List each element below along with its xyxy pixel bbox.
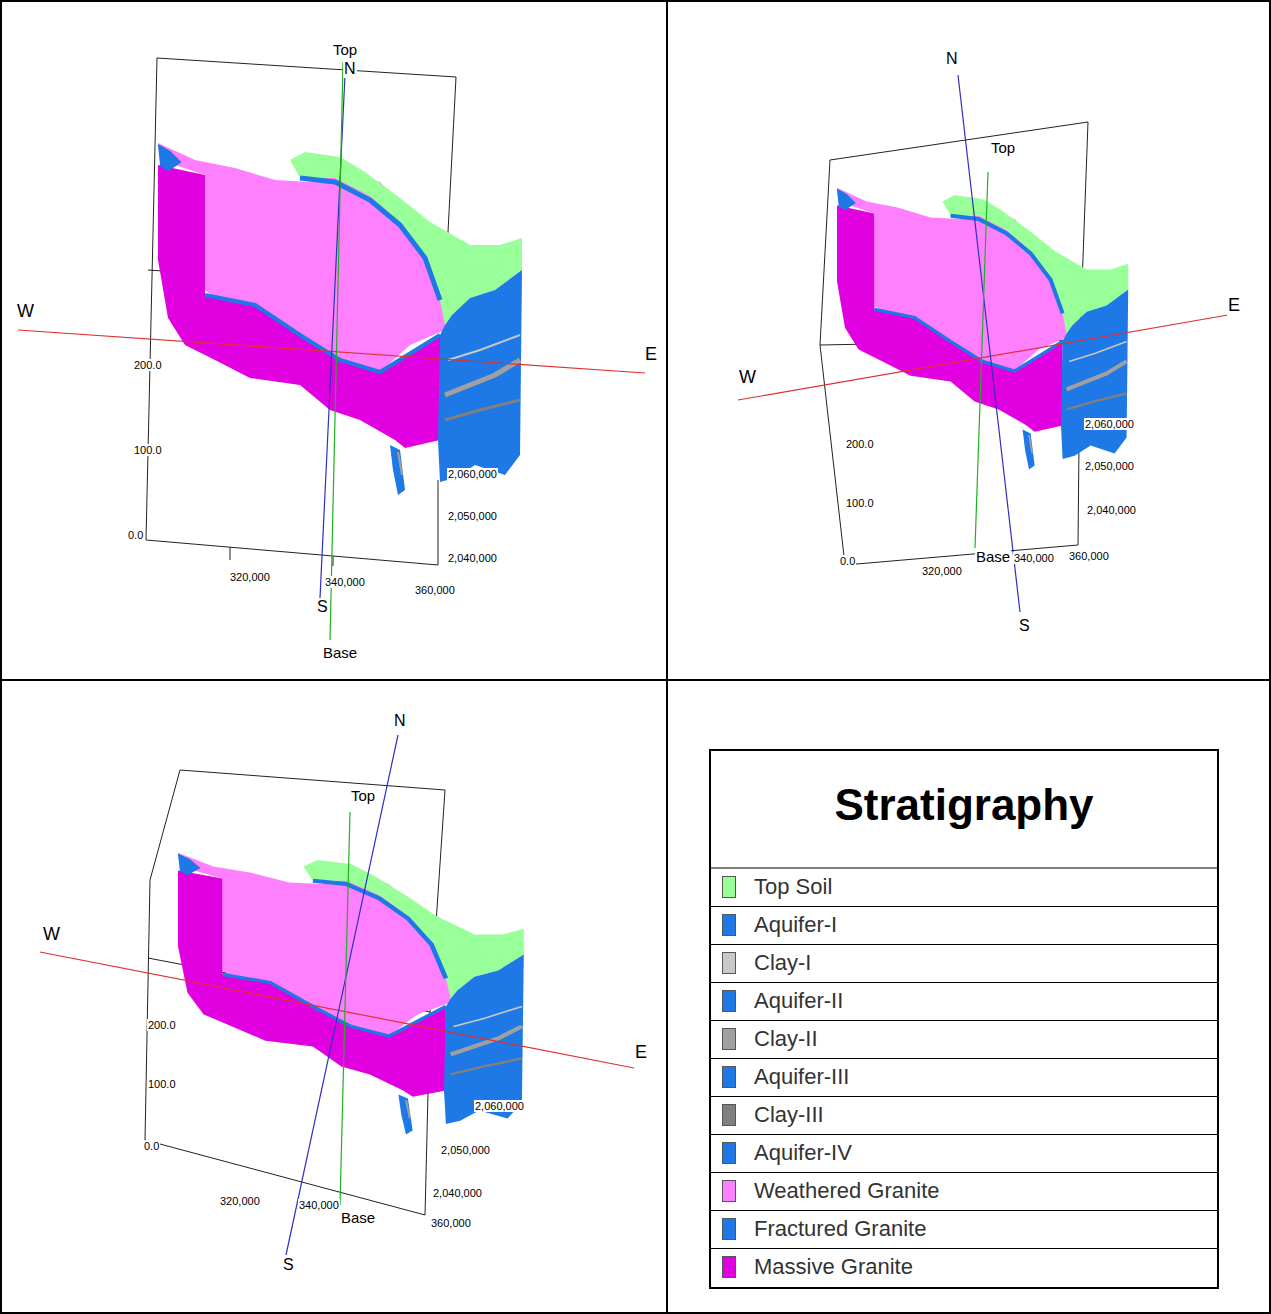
legend-text: Clay-III (754, 1103, 824, 1127)
axis-label: 2,060,000 (447, 468, 498, 480)
legend-swatch (722, 1218, 736, 1240)
axis-label: 0.0 (143, 1140, 160, 1152)
axis-label: 2,050,000 (447, 510, 498, 522)
axis-label: 100.0 (147, 1078, 177, 1090)
legend-box (710, 750, 1218, 1288)
legend-text: Top Soil (754, 875, 832, 899)
axis-label: 360,000 (430, 1217, 472, 1229)
axis-label: W (42, 925, 61, 945)
legend-text: Fractured Granite (754, 1217, 926, 1241)
axis-label: 320,000 (229, 571, 271, 583)
axis-label: W (16, 302, 35, 322)
legend-rule (710, 982, 1218, 983)
legend-text: Aquifer-IV (754, 1141, 852, 1165)
axis-label: Base (340, 1210, 376, 1227)
axis-label: N (343, 60, 357, 78)
legend-text: Aquifer-I (754, 913, 837, 937)
legend-swatch (722, 876, 736, 898)
axis-label: 340,000 (324, 576, 366, 588)
axis-label: 2,040,000 (1086, 504, 1137, 516)
legend-rule (710, 1058, 1218, 1059)
axis-label: 320,000 (921, 565, 963, 577)
legend-swatch (722, 1256, 736, 1278)
legend-text: Weathered Granite (754, 1179, 939, 1203)
axis-label: 2,050,000 (1084, 460, 1135, 472)
legend-swatch (722, 990, 736, 1012)
axis-label: E (634, 1043, 648, 1063)
legend-rule (710, 906, 1218, 907)
axis-label: E (1227, 296, 1241, 316)
axis-label: S (316, 598, 329, 616)
legend-swatch (722, 914, 736, 936)
legend-swatch (722, 952, 736, 974)
axis-label: 360,000 (1068, 550, 1110, 562)
axis-label: 2,040,000 (447, 552, 498, 564)
legend-swatch (722, 1066, 736, 1088)
legend-rule (710, 1172, 1218, 1173)
axis-label: 2,050,000 (440, 1144, 491, 1156)
axis-label: E (644, 345, 658, 365)
axis-label: Top (332, 42, 358, 59)
legend-rule (710, 1096, 1218, 1097)
legend-rule (710, 1210, 1218, 1211)
axis-label: Top (350, 788, 376, 805)
axis-label: 100.0 (845, 497, 875, 509)
axis-label: 200.0 (133, 359, 163, 371)
legend-text: Massive Granite (754, 1255, 913, 1279)
legend-swatch (722, 1142, 736, 1164)
legend-rule (710, 944, 1218, 945)
axis-label: W (738, 368, 757, 388)
stratigraphy-model (178, 853, 524, 1135)
legend-text: Clay-II (754, 1027, 818, 1051)
axis-label: Base (975, 549, 1011, 566)
legend-swatch (722, 1028, 736, 1050)
axis-label: Base (322, 645, 358, 662)
legend-rule (710, 1248, 1218, 1249)
axis-label: 100.0 (133, 444, 163, 456)
axis-label: 2,060,000 (474, 1100, 525, 1112)
legend-rule (710, 1134, 1218, 1135)
axis-label: 2,040,000 (432, 1187, 483, 1199)
axis-label: Top (990, 140, 1016, 157)
axis-label: 0.0 (839, 555, 856, 567)
legend-rule (710, 1020, 1218, 1021)
axis-label: N (945, 50, 959, 68)
axis-label: 200.0 (147, 1019, 177, 1031)
axis-label: S (1018, 617, 1031, 635)
axis-label: N (393, 712, 407, 730)
axis-label: 360,000 (414, 584, 456, 596)
legend-text: Clay-I (754, 951, 811, 975)
legend-text: Aquifer-III (754, 1065, 849, 1089)
legend-swatch (722, 1180, 736, 1202)
axis-label: 340,000 (1013, 552, 1055, 564)
legend-text: Aquifer-II (754, 989, 843, 1013)
axis-label: S (282, 1256, 295, 1274)
axis-label: 320,000 (219, 1195, 261, 1207)
legend-title: Stratigraphy (712, 780, 1216, 830)
axis-label: 2,060,000 (1084, 418, 1135, 430)
legend-swatch (722, 1104, 736, 1126)
axis-label: 0.0 (127, 529, 144, 541)
axis-label: 200.0 (845, 438, 875, 450)
axis-label: 340,000 (298, 1199, 340, 1211)
